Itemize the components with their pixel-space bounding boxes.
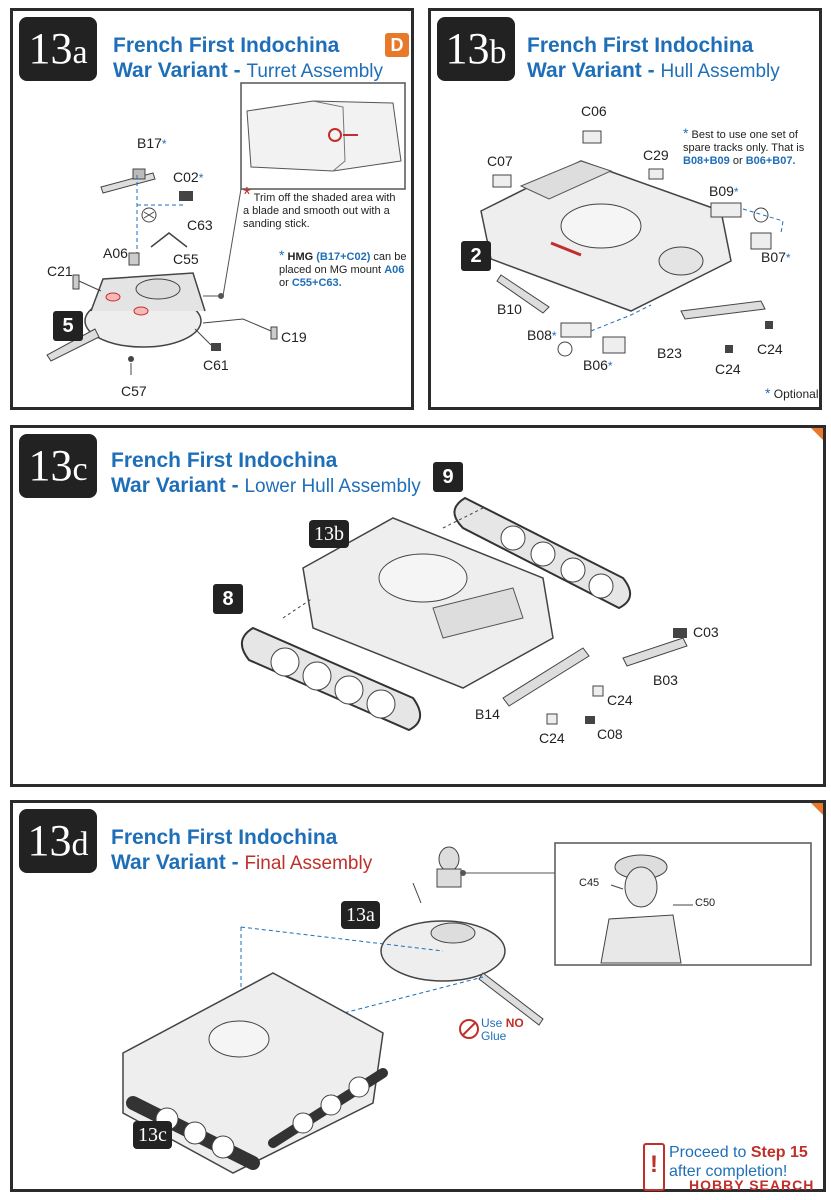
part-b09: B09* (709, 183, 739, 199)
part-c61: C61 (203, 357, 229, 373)
subassembly-9: 9 (433, 462, 463, 492)
part-c19: C19 (281, 329, 307, 345)
step-title: French First Indochina War Variant - Tur… (113, 34, 383, 82)
watermark: HOBBY SEARCH (689, 1177, 815, 1193)
part-b06: B06* (583, 357, 613, 373)
part-c45: C45 (579, 877, 600, 889)
spare-track-note: * Best to use one set of spare tracks on… (683, 125, 805, 167)
part-c55: C55 (173, 251, 199, 267)
track-left (241, 626, 421, 732)
part-b10: B10 (497, 301, 522, 317)
corner-marker (811, 803, 823, 815)
part-b08: B08* (527, 327, 557, 343)
part-b07: B07* (761, 249, 791, 265)
proceed-icon: ! (643, 1143, 665, 1191)
part-c02: C02* (173, 169, 204, 185)
part-c07: C07 (487, 153, 513, 169)
part-c50: C50 (695, 897, 716, 909)
part-c24: C24 (607, 692, 633, 708)
ref-13c: 13c (133, 1121, 172, 1149)
final-assembly-illustration (122, 842, 812, 1174)
part-b23: B23 (657, 345, 682, 361)
subassembly-8: 8 (213, 584, 243, 614)
part-c24: C24 (715, 361, 741, 377)
part-c03: C03 (693, 624, 719, 640)
lower-hull-illustration (241, 496, 688, 732)
step-title: French First Indochina War Variant - Low… (111, 449, 421, 497)
step-title: French First Indochina War Variant - Hul… (527, 34, 780, 82)
corner-marker (811, 428, 823, 440)
ref-13a: 13a (341, 901, 380, 929)
part-c24: C24 (757, 341, 783, 357)
part-c24: C24 (539, 730, 565, 746)
part-c57: C57 (121, 383, 147, 399)
turret-illustration (46, 82, 406, 375)
ref-13b: 13b (309, 520, 349, 548)
part-c63: C63 (187, 217, 213, 233)
step-title: French First Indochina War Variant - Fin… (111, 826, 373, 874)
part-b03: B03 (653, 672, 678, 688)
part-c29: C29 (643, 147, 669, 163)
part-b14: B14 (475, 706, 500, 722)
part-a06: A06 (103, 245, 128, 261)
sprue-d-badge: D (385, 33, 409, 57)
subassembly-2: 2 (461, 241, 491, 271)
trim-note: * Trim off the shaded area with a blade … (243, 184, 396, 230)
track-right (453, 496, 631, 610)
part-c21: C21 (47, 263, 73, 279)
subassembly-5: 5 (53, 311, 83, 341)
part-b17: B17* (137, 135, 167, 151)
hmg-note: * HMG (B17+C02) can be placed on MG moun… (279, 247, 407, 289)
part-c06: C06 (581, 103, 607, 119)
hull-illustration (480, 130, 784, 357)
part-c08: C08 (597, 726, 623, 742)
optional-legend: * Optional (765, 385, 819, 401)
